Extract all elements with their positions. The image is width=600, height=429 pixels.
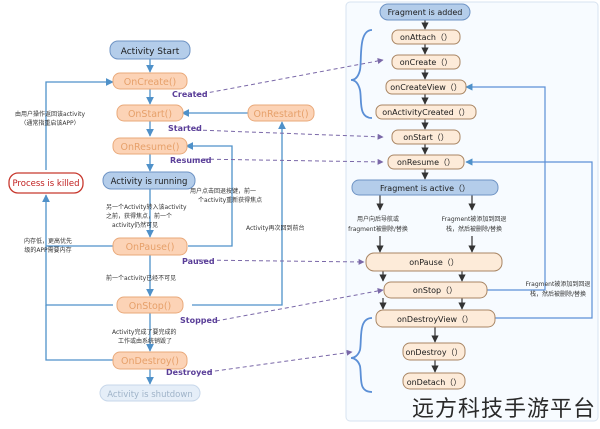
activity-running-label: Activity is running [111,177,188,187]
on-pause-label: OnPause() [126,242,175,253]
fragment-on-destroy-view-label: onDestroyView（） [397,315,473,324]
note-back-1: 用户点击回退按键，前一 [190,187,256,195]
note-lowmem-1: 内存低，更高优先 [24,237,72,245]
on-start-label: OnStart() [128,109,172,120]
note-user-back-1: 用户向后导航或 [357,215,399,223]
fragment-connectors [376,20,476,373]
fragment-added-label: Fragment is added [388,8,463,17]
on-pause-node: OnPause() [112,237,188,256]
on-create-node: OnCreate() [112,72,188,90]
on-resume-label: OnResume() [121,142,180,153]
fragment-on-detach-node: onDetach（） [402,372,466,390]
process-killed-label: Process is killed [12,179,79,189]
note-back-2: 个activity重新获得焦点 [198,196,262,204]
fragment-on-stop-node: onStop（） [383,281,488,299]
fragment-on-detach-label: onDetach（） [407,378,462,387]
fragment-on-resume-label: onResume（） [397,158,455,167]
fragment-on-start-label: onStart（） [403,133,449,142]
activity-shutdown-label: Activity is shutdown [107,390,192,400]
fragment-active-label: Fragment is active（） [380,184,470,193]
note-invisible: 前一个activity已经不可见 [106,274,176,282]
fragment-on-create-node: onCreate（） [391,54,461,70]
fragment-on-stop-label: onStop（） [413,286,457,295]
note-backstack-2: 栈，然后被删除/替换 [446,225,502,233]
watermark: 远方科技手游平台 [411,397,596,422]
on-resume-node: OnResume() [112,137,188,155]
fragment-brackets [350,29,373,393]
fragment-on-start-node: onStart（） [391,129,461,145]
note-back-to-front: Activity再次回到前台 [246,224,304,232]
activity-start-label: Activity Start [121,47,180,57]
fragment-on-activity-created-node: onActivityCreated（） [375,104,477,120]
note-user-return-2: （通常指重启该APP） [20,119,79,127]
state-labels: Created Started Resumed Paused Stopped D… [166,90,218,377]
on-destroy-node: OnDestroy() [112,351,188,370]
note-lowmem-2: 级的APP需要内存 [24,246,71,254]
note-backstack2-2: 栈，然后被删除/替换 [530,290,586,298]
state-paused: Paused [182,257,215,266]
state-destroyed: Destroyed [166,368,213,377]
activity-annotations: 由用户操作返回该activity （通常指重启该APP） 用户点击回退按键，前一… [15,110,305,345]
on-stop-label: OnStop() [129,301,172,312]
activity-start-node: Activity Start [109,40,191,60]
activity-running-node: Activity is running [102,171,196,190]
state-created: Created [172,90,208,99]
on-start-node: OnStart() [116,104,184,122]
fragment-return-lines [465,83,593,319]
fragment-on-resume-node: onResume（） [387,154,465,170]
note-user-return-1: 由用户操作返回该activity [15,110,86,118]
activity-shutdown-node: Activity is shutdown [99,384,201,402]
state-links [195,58,384,373]
fragment-panel [345,1,599,422]
note-backstack-1: Fragment被添加到回退 [442,215,507,223]
fragment-on-destroy-view-node: onDestroyView（） [375,309,496,328]
fragment-on-pause-label: onPause（） [409,258,459,267]
state-resumed: Resumed [170,156,212,165]
note-user-back-2: fragment被删除/替换 [348,225,408,233]
fragment-on-attach-label: onAttach（） [400,33,452,42]
fragment-active-node: Fragment is active（） [351,179,499,196]
on-restart-node: OnRestart() [247,104,315,122]
on-destroy-label: OnDestroy() [121,356,179,367]
note-enter-1: 另一个Activity转入该activity [106,203,187,211]
note-finished-2: 工作或由系统销毁了 [118,337,172,345]
fragment-added-node: Fragment is added [379,3,471,21]
fragment-on-destroy-label: onDestroy（） [405,348,462,357]
on-stop-node: OnStop() [116,296,184,314]
fragment-on-destroy-node: onDestroy（） [402,342,466,361]
fragment-annotations: 用户向后导航或 fragment被删除/替换 Fragment被添加到回退 栈，… [348,215,590,298]
note-finished-1: Activity完成了要完成的 [112,328,176,336]
state-started: Started [168,124,202,133]
fragment-on-activity-created-label: onActivityCreated（） [382,108,470,117]
note-enter-2: 之前，获得焦点，前一个 [106,212,172,220]
note-backstack2-1: Fragment被添加到回退 [526,280,591,288]
process-killed-node: Process is killed [8,172,84,194]
fragment-on-create-label: onCreate（） [400,58,453,67]
fragment-on-attach-node: onAttach（） [391,29,461,45]
fragment-on-pause-node: onPause（） [365,252,503,272]
fragment-on-create-view-label: onCreateView（） [390,83,462,92]
on-create-label: OnCreate() [124,77,176,88]
note-enter-3: activity仍然可见 [112,221,158,229]
state-stopped: Stopped [180,316,218,325]
fragment-on-create-view-node: onCreateView（） [385,79,467,95]
on-restart-label: OnRestart() [253,109,308,120]
activity-connectors [42,59,286,385]
